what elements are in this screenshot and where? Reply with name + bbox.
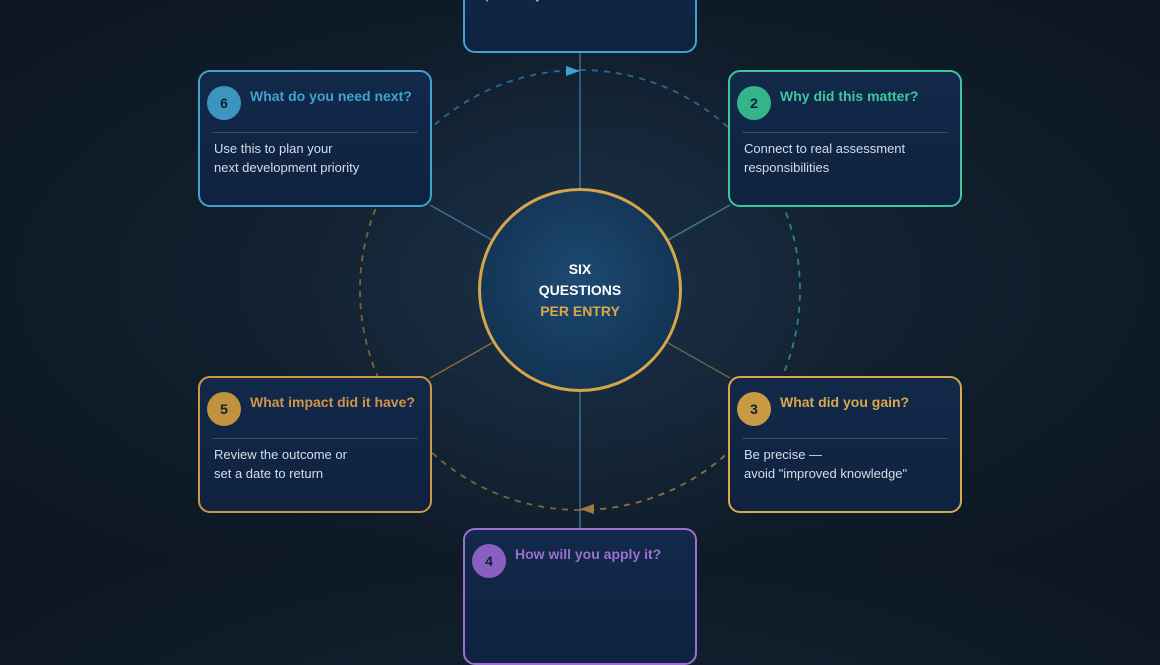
card-divider [212,132,418,133]
card-body: Connect to real assessment responsibilit… [744,139,950,177]
question-card-1: specifically [463,0,697,53]
spoke-line [667,204,731,241]
question-card-2: 2 Why did this matter? Connect to real a… [728,70,962,207]
card-divider [742,438,948,439]
card-title: How will you apply it? [515,546,662,562]
card-number-badge: 4 [472,544,506,578]
question-card-3: 3 What did you gain? Be precise — avoid … [728,376,962,513]
hub-spokes [429,52,731,528]
card-body-line: set a date to return [214,466,324,481]
card-number-badge: 6 [207,86,241,120]
card-title: Why did this matter? [780,88,919,104]
card-number-badge: 3 [737,392,771,426]
card-number-badge: 5 [207,392,241,426]
card-body-line: next development priority [214,160,360,175]
card-body: Use this to plan your next development p… [214,139,420,177]
question-card-5: 5 What impact did it have? Review the ou… [198,376,432,513]
card-body: specifically [479,0,685,4]
hub-line-3: PER ENTRY [540,302,620,319]
spoke-line [667,342,731,379]
card-title: What did you gain? [780,394,910,410]
hub-line-1: SIX [568,260,592,277]
card-body-line: avoid "improved knowledge" [744,466,908,481]
card-body-line: Use this to plan your [214,141,333,156]
card-body: Be precise — avoid "improved knowledge" [744,445,950,483]
card-title: What impact did it have? [250,394,415,410]
ring-arrows [566,66,594,514]
card-body: Review the outcome or set a date to retu… [214,445,420,483]
card-body-line: specifically [479,0,685,4]
spoke-line [429,204,493,241]
card-body-line: responsibilities [744,160,830,175]
arrow-right-icon [566,66,580,76]
question-card-4: 4 How will you apply it? [463,528,697,665]
card-body-line: Be precise — [744,447,823,462]
cycle-diagram: specifically 2 Why did this matter? Conn… [198,0,962,665]
card-number-badge: 2 [737,86,771,120]
card-title: What do you need next? [250,88,412,104]
card-divider [212,438,418,439]
card-body-line: Review the outcome or [214,447,347,462]
card-divider [742,132,948,133]
arrow-left-icon [580,504,594,514]
card-body-line: Connect to real assessment [744,141,906,156]
spoke-line [429,342,493,379]
center-hub: SIX QUESTIONS PER ENTRY [478,188,682,392]
hub-line-2: QUESTIONS [538,281,622,298]
question-card-6: 6 What do you need next? Use this to pla… [198,70,432,207]
